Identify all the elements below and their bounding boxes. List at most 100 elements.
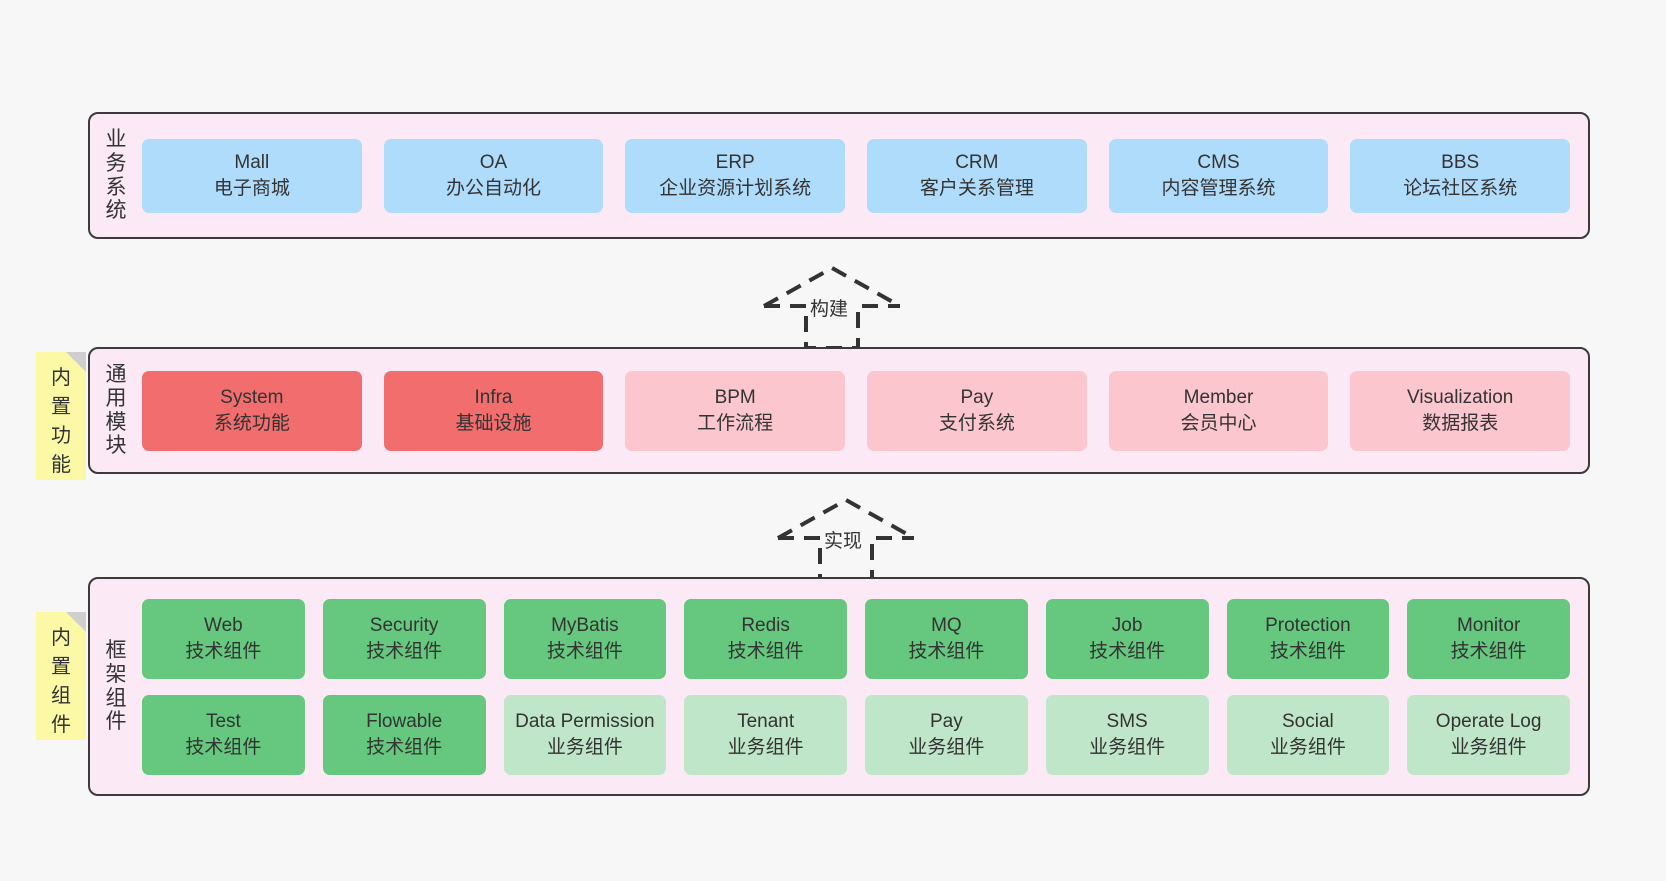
card-subtitle: 技术组件 [1450, 640, 1527, 662]
card-operate-log[interactable]: Operate Log 业务组件 [1407, 694, 1570, 775]
card-protection[interactable]: Protection 技术组件 [1226, 598, 1390, 679]
sticky-fold-corner [66, 612, 86, 632]
card-title: Visualization [1407, 387, 1514, 409]
card-subtitle: 技术组件 [185, 736, 262, 758]
card-infra[interactable]: Infra 基础设施 [383, 370, 604, 451]
sticky-char: 置 [51, 396, 71, 418]
sticky-char: 内 [51, 367, 71, 389]
card-subtitle: 企业资源计划系统 [659, 177, 812, 199]
card-subtitle: 技术组件 [185, 640, 262, 662]
card-cms[interactable]: CMS 内容管理系统 [1108, 138, 1329, 213]
layer-label-char: 架 [105, 662, 127, 686]
card-subtitle: 技术组件 [1089, 640, 1166, 662]
card-member[interactable]: Member 会员中心 [1108, 370, 1329, 451]
layer-label-char: 统 [105, 199, 127, 223]
card-title: Infra [474, 387, 513, 409]
layer-label-char: 模 [105, 410, 127, 434]
layer-label-char: 业 [105, 128, 127, 152]
card-crm[interactable]: CRM 客户关系管理 [867, 138, 1087, 213]
card-pay-business[interactable]: Pay 业务组件 [865, 694, 1028, 775]
card-test[interactable]: Test 技术组件 [142, 694, 305, 775]
card-subtitle: 业务组件 [546, 736, 623, 758]
card-title: SMS [1106, 711, 1148, 733]
card-system[interactable]: System 系统功能 [142, 370, 362, 451]
sticky-char: 功 [51, 425, 71, 447]
card-subtitle: 内容管理系统 [1161, 177, 1276, 199]
card-sms[interactable]: SMS 业务组件 [1045, 694, 1209, 775]
sticky-char: 组 [51, 685, 71, 707]
card-bbs[interactable]: BBS 论坛社区系统 [1350, 138, 1571, 213]
layer-label-framework-component: 框 架 组 件 [90, 579, 142, 794]
layer-label-business-system: 业 务 系 统 [90, 114, 142, 237]
card-subtitle: 办公自动化 [446, 177, 542, 199]
card-title: CRM [955, 152, 999, 174]
card-tenant[interactable]: Tenant 业务组件 [684, 694, 847, 775]
layer-body-business-system: Mall 电子商城 OA 办公自动化 ERP 企业资源计划系统 CRM 客户关系… [142, 114, 1588, 237]
card-bpm[interactable]: BPM 工作流程 [625, 370, 846, 451]
layer-label-char: 通 [105, 363, 127, 387]
card-subtitle: 数据报表 [1422, 412, 1499, 434]
layer-label-char: 务 [105, 151, 127, 175]
card-title: Protection [1265, 615, 1351, 637]
card-mq[interactable]: MQ 技术组件 [865, 598, 1028, 679]
card-subtitle: 技术组件 [366, 640, 443, 662]
card-subtitle: 会员中心 [1180, 412, 1257, 434]
card-title: CMS [1197, 152, 1240, 174]
card-row: System 系统功能 Infra 基础设施 BPM 工作流程 Pay 支付系统… [142, 370, 1571, 451]
card-social[interactable]: Social 业务组件 [1226, 694, 1390, 775]
card-subtitle: 技术组件 [727, 640, 804, 662]
card-pay[interactable]: Pay 支付系统 [867, 370, 1087, 451]
layer-framework-component: 框 架 组 件 Web 技术组件 Security 技术组件 MyBatis 技… [88, 577, 1590, 796]
card-subtitle: 论坛社区系统 [1403, 177, 1518, 199]
card-redis[interactable]: Redis 技术组件 [684, 598, 847, 679]
card-web[interactable]: Web 技术组件 [142, 598, 305, 679]
sticky-note-builtin-component: 内 置 组 件 [36, 612, 86, 740]
card-subtitle: 技术组件 [1269, 640, 1346, 662]
card-title: Monitor [1456, 615, 1521, 637]
card-monitor[interactable]: Monitor 技术组件 [1407, 598, 1570, 679]
sticky-fold-corner [66, 352, 86, 372]
sticky-char: 件 [51, 714, 71, 736]
card-title: Member [1183, 387, 1254, 409]
connector-build-label: 构建 [810, 299, 849, 320]
card-title: Mall [234, 152, 270, 174]
card-title: Web [204, 615, 243, 637]
card-erp[interactable]: ERP 企业资源计划系统 [625, 138, 846, 213]
card-subtitle: 客户关系管理 [919, 177, 1034, 199]
card-job[interactable]: Job 技术组件 [1045, 598, 1209, 679]
card-subtitle: 业务组件 [908, 736, 985, 758]
card-security[interactable]: Security 技术组件 [322, 598, 486, 679]
card-title: Pay [930, 711, 963, 733]
card-row-technical: Web 技术组件 Security 技术组件 MyBatis 技术组件 Redi… [142, 598, 1570, 679]
layer-label-char: 件 [105, 710, 127, 734]
card-subtitle: 技术组件 [908, 640, 985, 662]
card-row: Mall 电子商城 OA 办公自动化 ERP 企业资源计划系统 CRM 客户关系… [142, 138, 1571, 213]
layer-business-system: 业 务 系 统 Mall 电子商城 OA 办公自动化 ERP 企业资源计划系统 [88, 112, 1590, 239]
card-flowable[interactable]: Flowable 技术组件 [322, 694, 486, 775]
card-row-business: Test 技术组件 Flowable 技术组件 Data Permission … [142, 694, 1570, 775]
card-subtitle: 业务组件 [727, 736, 804, 758]
card-visualization[interactable]: Visualization 数据报表 [1350, 370, 1571, 451]
card-mall[interactable]: Mall 电子商城 [142, 138, 362, 213]
card-subtitle: 支付系统 [938, 412, 1015, 434]
card-title: Social [1282, 711, 1334, 733]
connector-implement-label: 实现 [824, 531, 863, 552]
card-data-permission[interactable]: Data Permission 业务组件 [503, 694, 667, 775]
layer-common-module: 通 用 模 块 System 系统功能 Infra 基础设施 BPM 工作流程 [88, 347, 1590, 474]
card-subtitle: 业务组件 [1089, 736, 1166, 758]
layer-label-char: 框 [105, 639, 127, 663]
card-title: Test [205, 711, 241, 733]
layer-body-common-module: System 系统功能 Infra 基础设施 BPM 工作流程 Pay 支付系统… [142, 349, 1588, 472]
sticky-char: 能 [51, 454, 71, 476]
card-title: MyBatis [551, 615, 619, 637]
card-subtitle: 技术组件 [546, 640, 623, 662]
card-mybatis[interactable]: MyBatis 技术组件 [503, 598, 667, 679]
card-title: Data Permission [515, 711, 655, 733]
card-title: Operate Log [1435, 711, 1542, 733]
card-oa[interactable]: OA 办公自动化 [383, 138, 604, 213]
layer-label-char: 用 [105, 386, 127, 410]
card-subtitle: 业务组件 [1269, 736, 1346, 758]
sticky-char: 内 [51, 627, 71, 649]
layer-label-common-module: 通 用 模 块 [90, 349, 142, 472]
